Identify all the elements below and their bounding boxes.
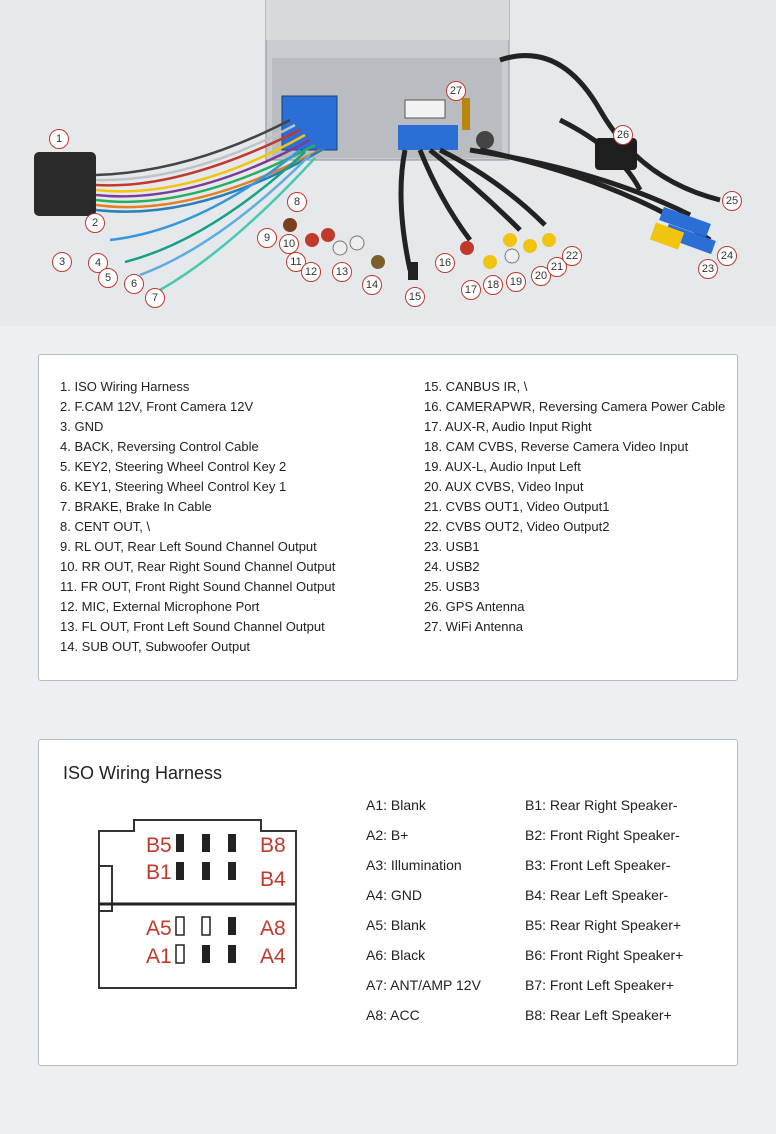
iso-label-b1: B1 xyxy=(146,861,172,884)
callout-marker: 22 xyxy=(562,246,582,266)
callout-marker: 25 xyxy=(722,191,742,211)
callout-marker: 5 xyxy=(98,268,118,288)
callout-marker: 10 xyxy=(279,234,299,254)
callout-marker: 27 xyxy=(446,81,466,101)
callout-marker: 12 xyxy=(301,262,321,282)
callout-marker: 13 xyxy=(332,262,352,282)
legend-item: 16. CAMERAPWR, Reversing Camera Power Ca… xyxy=(424,399,726,414)
legend-item: 14. SUB OUT, Subwoofer Output xyxy=(60,639,251,654)
legend-item: 20. AUX CVBS, Video Input xyxy=(424,479,584,494)
iso-label-a4: A4 xyxy=(260,945,286,968)
callout-marker: 19 xyxy=(506,272,526,292)
pin-item: B6: Front Right Speaker+ xyxy=(525,947,684,963)
pin-item: A7: ANT/AMP 12V xyxy=(366,977,481,993)
pin-item: B4: Rear Left Speaker- xyxy=(525,887,669,903)
legend-item: 8. CENT OUT, \ xyxy=(60,519,151,534)
legend-right-column: 15. CANBUS IR, \ 16. CAMERAPWR, Reversing… xyxy=(424,377,725,637)
pin-item: A6: Black xyxy=(366,947,426,963)
pin-item: B3: Front Left Speaker- xyxy=(525,857,671,873)
legend-item: 11. FR OUT, Front Right Sound Channel Ou… xyxy=(60,579,336,594)
legend-item: 1. ISO Wiring Harness xyxy=(60,379,190,394)
legend-item: 24. USB2 xyxy=(424,559,480,574)
legend-item: 7. BRAKE, Brake In Cable xyxy=(60,499,212,514)
legend-item: 22. CVBS OUT2, Video Output2 xyxy=(424,519,610,534)
callout-marker: 16 xyxy=(435,253,455,273)
legend-item: 12. MIC, External Microphone Port xyxy=(60,599,260,614)
iso-connector-diagram: B5 B8 B1 B4 A5 A8 A1 A4 xyxy=(98,819,297,989)
legend-item: 15. CANBUS IR, \ xyxy=(424,379,528,394)
callout-marker: 7 xyxy=(145,288,165,308)
callout-marker: 2 xyxy=(85,213,105,233)
legend-item: 26. GPS Antenna xyxy=(424,599,525,614)
product-photo xyxy=(0,0,776,326)
callout-marker: 14 xyxy=(362,275,382,295)
callout-marker: 6 xyxy=(124,274,144,294)
legend-item: 3. GND xyxy=(60,419,104,434)
callout-marker: 18 xyxy=(483,275,503,295)
pin-item: B8: Rear Left Speaker+ xyxy=(525,1007,672,1023)
pin-item: B2: Front Right Speaker- xyxy=(525,827,680,843)
pin-item: A1: Blank xyxy=(366,797,426,813)
iso-label-a1: A1 xyxy=(146,945,172,968)
iso-label-a5: A5 xyxy=(146,917,172,940)
callout-marker: 3 xyxy=(52,252,72,272)
legend-item: 4. BACK, Reversing Control Cable xyxy=(60,439,259,454)
iso-label-b4: B4 xyxy=(260,868,286,891)
legend-item: 6. KEY1, Steering Wheel Control Key 1 xyxy=(60,479,287,494)
legend-item: 19. AUX-L, Audio Input Left xyxy=(424,459,581,474)
callout-marker: 24 xyxy=(717,246,737,266)
iso-label-b8: B8 xyxy=(260,834,286,857)
pin-item: A4: GND xyxy=(366,887,423,903)
pin-item: A3: Illumination xyxy=(366,857,462,873)
pin-item: B7: Front Left Speaker+ xyxy=(525,977,675,993)
iso-title: ISO Wiring Harness xyxy=(63,763,223,783)
callout-marker: 9 xyxy=(257,228,277,248)
legend-item: 10. RR OUT, Rear Right Sound Channel Out… xyxy=(60,559,336,574)
legend-item: 17. AUX-R, Audio Input Right xyxy=(424,419,592,434)
legend-item: 27. WiFi Antenna xyxy=(424,619,523,634)
legend-item: 13. FL OUT, Front Left Sound Channel Out… xyxy=(60,619,325,634)
callout-marker: 20 xyxy=(531,266,551,286)
callout-marker: 23 xyxy=(698,259,718,279)
legend-item: 18. CAM CVBS, Reverse Camera Video Input xyxy=(424,439,689,454)
iso-label-a8: A8 xyxy=(260,917,286,940)
pin-item: B1: Rear Right Speaker- xyxy=(525,797,678,813)
callout-marker: 17 xyxy=(461,280,481,300)
legend-item: 21. CVBS OUT1, Video Output1 xyxy=(424,499,610,514)
legend-item: 2. F.CAM 12V, Front Camera 12V xyxy=(60,399,254,414)
iso-panel: ISO Wiring Harness B5 B8 B1 B4 A5 A8 A1 … xyxy=(38,739,738,1066)
pin-list-b: B1: Rear Right Speaker- B2: Front Right S… xyxy=(525,796,683,1036)
legend-item: 25. USB3 xyxy=(424,579,480,594)
legend-item: 5. KEY2, Steering Wheel Control Key 2 xyxy=(60,459,287,474)
callout-marker: 1 xyxy=(49,129,69,149)
legend-item: 23. USB1 xyxy=(424,539,480,554)
callout-marker: 15 xyxy=(405,287,425,307)
iso-label-b5: B5 xyxy=(146,834,172,857)
pin-item: B5: Rear Right Speaker+ xyxy=(525,917,682,933)
pin-item: A8: ACC xyxy=(366,1007,420,1023)
legend-panel: 1. ISO Wiring Harness 2. F.CAM 12V, Front… xyxy=(38,354,738,681)
harness-illustration xyxy=(34,0,721,292)
legend-item: 9. RL OUT, Rear Left Sound Channel Outpu… xyxy=(60,539,317,554)
callout-marker: 26 xyxy=(613,125,633,145)
callout-marker: 21 xyxy=(547,257,567,277)
pin-item: A2: B+ xyxy=(366,827,409,843)
callout-marker: 8 xyxy=(287,192,307,212)
pin-item: A5: Blank xyxy=(366,917,426,933)
legend-left-column: 1. ISO Wiring Harness 2. F.CAM 12V, Front… xyxy=(60,377,335,657)
